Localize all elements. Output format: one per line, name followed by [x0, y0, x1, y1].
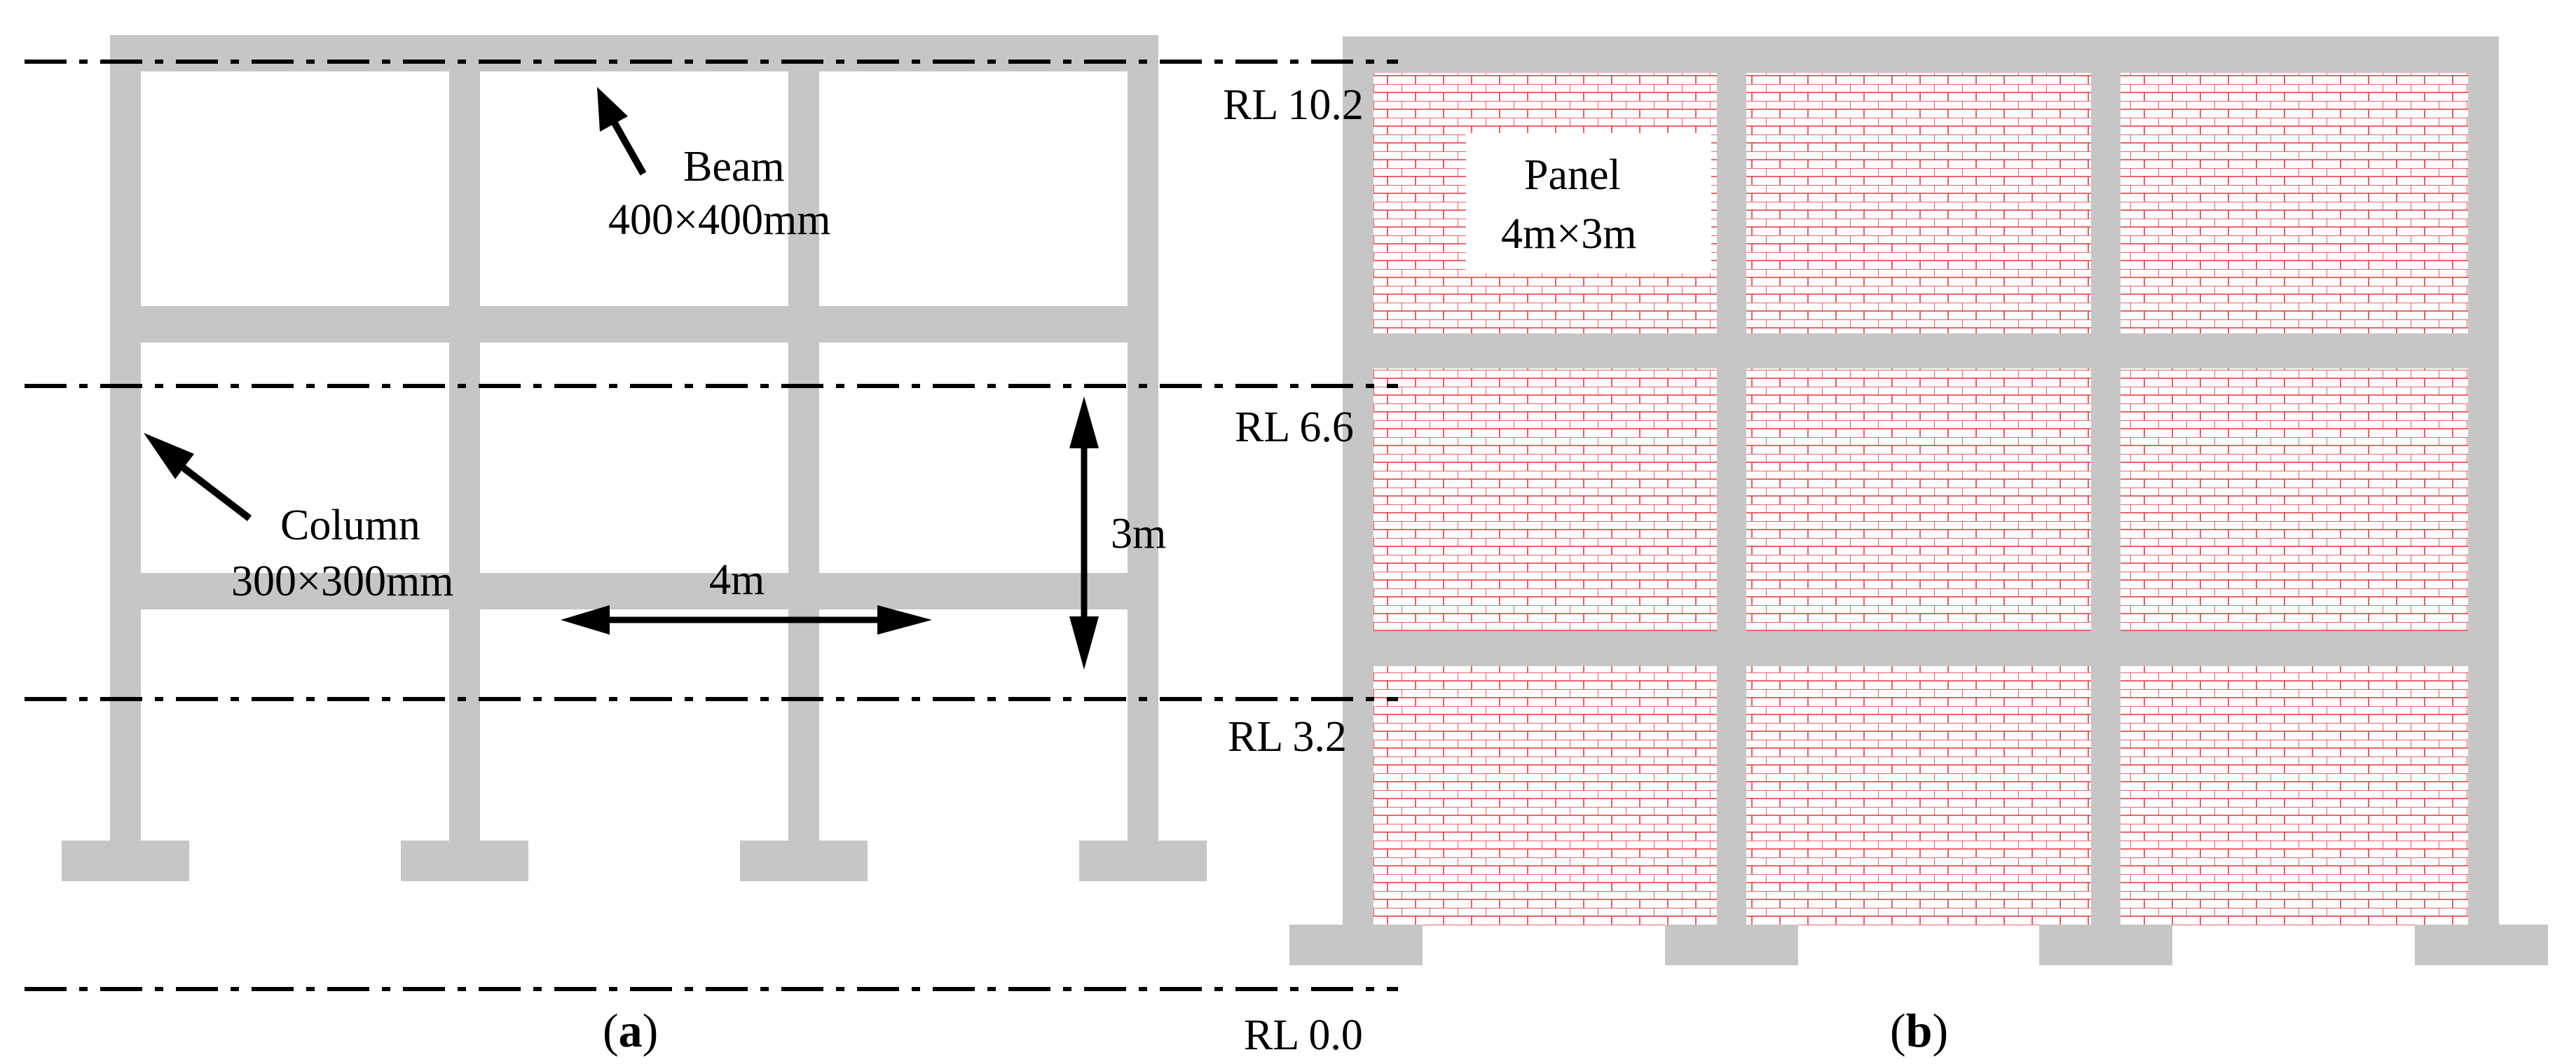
infill-panel — [2121, 368, 2468, 631]
caption-b: (b) — [1890, 1004, 1948, 1057]
panel-a-bare-frame — [62, 35, 1207, 881]
infill-panel — [1746, 73, 2091, 333]
arrowhead — [1069, 396, 1099, 448]
panel-b-infilled-frame — [1289, 36, 2548, 965]
column — [2091, 36, 2121, 927]
beam — [110, 306, 1158, 343]
infill-panels — [1373, 73, 2468, 925]
annotation-arrows — [144, 87, 1099, 670]
beam — [1343, 631, 2499, 666]
beam — [1343, 333, 2499, 368]
arrowhead — [877, 605, 932, 635]
infill-panel — [1746, 666, 2091, 925]
arrowhead — [561, 605, 610, 635]
infill-panel — [1373, 666, 1717, 925]
footing — [2039, 925, 2172, 965]
beam-size-label: 400×400mm — [608, 196, 830, 244]
level-label: RL 0.0 — [1244, 1011, 1363, 1059]
panel-size-label: 4m×3m — [1501, 210, 1636, 258]
footing — [1665, 925, 1798, 965]
footing — [62, 841, 189, 881]
height-label: 3m — [1111, 510, 1166, 558]
footing — [1289, 925, 1423, 965]
arrowhead — [144, 433, 194, 479]
column — [110, 35, 141, 844]
column — [449, 35, 480, 844]
column — [2468, 36, 2499, 927]
span-label: 4m — [709, 556, 765, 604]
footing — [401, 841, 528, 881]
beam-pointer-arrow — [610, 118, 647, 176]
beam — [110, 573, 1158, 609]
column-pointer-arrow — [181, 465, 252, 521]
arrowhead — [597, 87, 628, 132]
column-label: Column — [280, 502, 420, 549]
column — [1128, 35, 1158, 844]
column — [1343, 36, 1373, 927]
infill-panel — [2121, 666, 2468, 925]
footing — [1079, 841, 1207, 881]
column-size-label: 300×300mm — [231, 558, 453, 605]
caption-a: (a) — [603, 1004, 658, 1057]
beam-label: Beam — [683, 143, 785, 191]
level-label: RL 3.2 — [1228, 713, 1347, 761]
panel-label: Panel — [1524, 151, 1621, 199]
beam — [1343, 36, 2499, 73]
column — [788, 35, 819, 844]
beam — [110, 35, 1158, 71]
infill-panel — [1746, 368, 2091, 631]
panel-label-box — [1466, 133, 1711, 273]
column — [1717, 36, 1746, 927]
level-label: RL 6.6 — [1235, 403, 1354, 451]
infill-panel — [1373, 368, 1717, 631]
footing — [740, 841, 868, 881]
infill-panel — [2121, 73, 2468, 333]
level-label: RL 10.2 — [1223, 81, 1364, 129]
arrowhead — [1069, 616, 1099, 670]
footing — [2415, 925, 2548, 965]
level-lines — [25, 60, 1398, 991]
